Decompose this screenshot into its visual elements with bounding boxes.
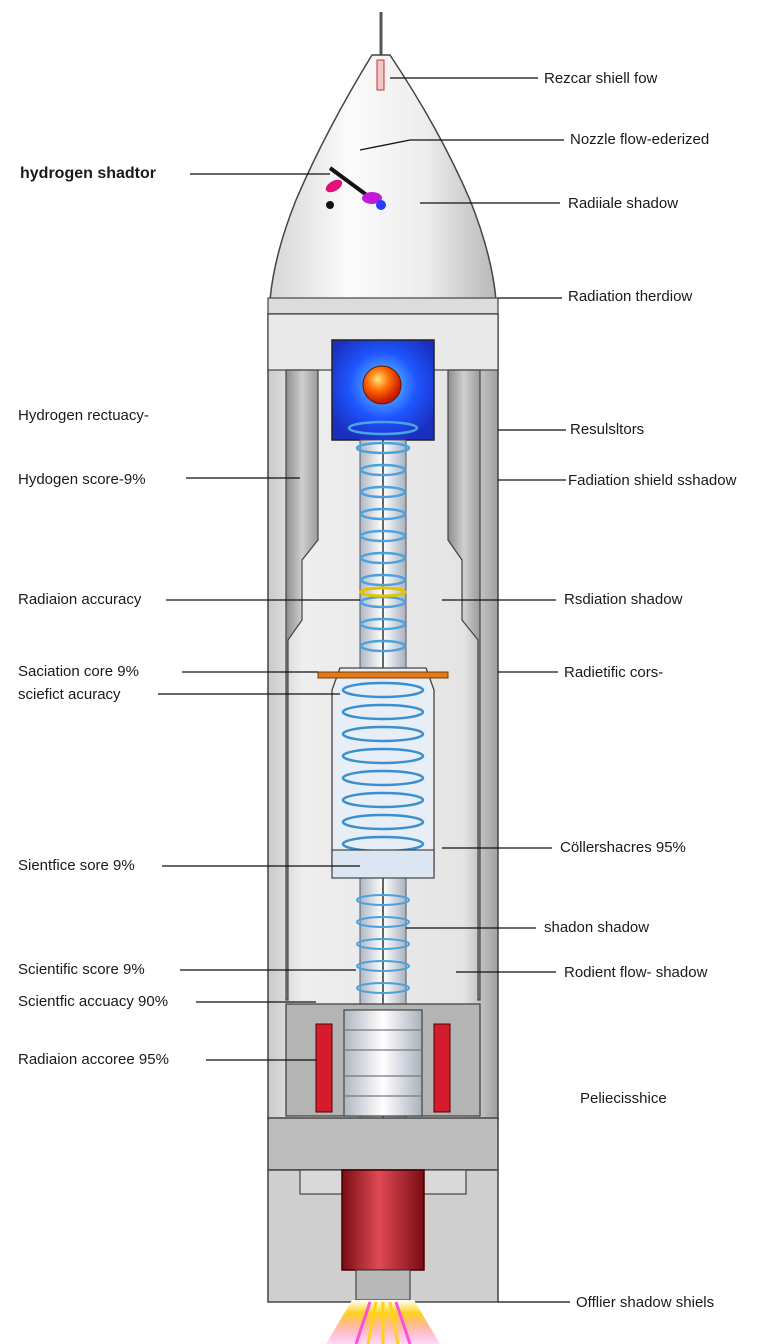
nose-blue-dot <box>376 200 386 210</box>
hydrogen-shadtor-icon <box>328 166 370 198</box>
lower-coil <box>356 894 410 994</box>
nose-dot <box>326 201 334 209</box>
nose-cone <box>269 54 497 301</box>
lower-shaft-rings <box>344 1029 422 1097</box>
base-ring <box>267 1117 499 1171</box>
yellow-ring <box>359 586 407 598</box>
label-fadiation-shield: Fadiation shield sshadow <box>568 472 737 489</box>
nozzle-exit <box>355 1269 411 1301</box>
label-rodient-flow: Rodient flow- shadow <box>564 964 708 981</box>
label-radietific-cors: Radietific cors- <box>564 664 664 681</box>
nose-marker-icon <box>376 59 385 91</box>
left-red-panel <box>315 1023 333 1113</box>
label-hydrogen-shadtor: hydrogen shadtor <box>20 165 157 182</box>
label-radiaion-accoree: Radiaion accoree 95% <box>18 1051 169 1068</box>
label-peliecisshice: Peliecisshice <box>580 1090 667 1107</box>
nose-collar <box>267 297 499 315</box>
label-hydogen-score: Hydogen score-9% <box>18 471 146 488</box>
label-offlier-shadow: Offlier shadow shiels <box>576 1294 715 1311</box>
label-scientfic-accuacy: Scientfic accuacy 90% <box>18 993 169 1010</box>
label-nozzle-flow: Nozzle flow-ederized <box>570 131 710 148</box>
exhaust-rays <box>354 1301 412 1344</box>
label-scientific-score: Scientific score 9% <box>18 961 145 978</box>
left-leader-lines <box>158 173 360 1061</box>
label-radiation-therdiow: Radiation therdiow <box>568 288 693 305</box>
label-hydrogen-rectuacy: Hydrogen rectuacy- <box>18 407 149 424</box>
upper-coil <box>347 420 419 653</box>
lower-shaft <box>343 1009 423 1117</box>
nose-pink-mark <box>325 179 343 193</box>
nozzle <box>341 1169 425 1271</box>
right-inner-wall <box>447 369 481 1001</box>
label-rsdiation-shadow: Rsdiation shadow <box>564 591 683 608</box>
label-rezcar-shiell-fow: Rezcar shiell fow <box>544 70 658 87</box>
label-collershacres: Cöllershacres 95% <box>560 839 686 856</box>
label-radiiale-shadow: Radiiale shadow <box>568 195 679 212</box>
right-red-panel <box>433 1023 451 1113</box>
label-radiaion-accuracy: Radiaion accuracy <box>18 591 142 608</box>
label-shadon-shadow: shadon shadow <box>544 919 650 936</box>
label-sientfice-sore: Sientfice sore 9% <box>18 857 135 874</box>
left-inner-wall <box>285 369 319 1001</box>
core-ball-icon <box>362 365 402 405</box>
label-saciation-core: Saciation core 9% <box>18 663 139 680</box>
nose-purple-mark <box>362 192 382 204</box>
orange-band <box>317 671 449 679</box>
mid-coil-base <box>331 849 435 879</box>
label-sciefict-acuracy: sciefict acuracy <box>18 686 121 703</box>
right-leader-lines <box>359 77 570 1303</box>
label-resulsltors: Resulsltors <box>570 421 645 438</box>
